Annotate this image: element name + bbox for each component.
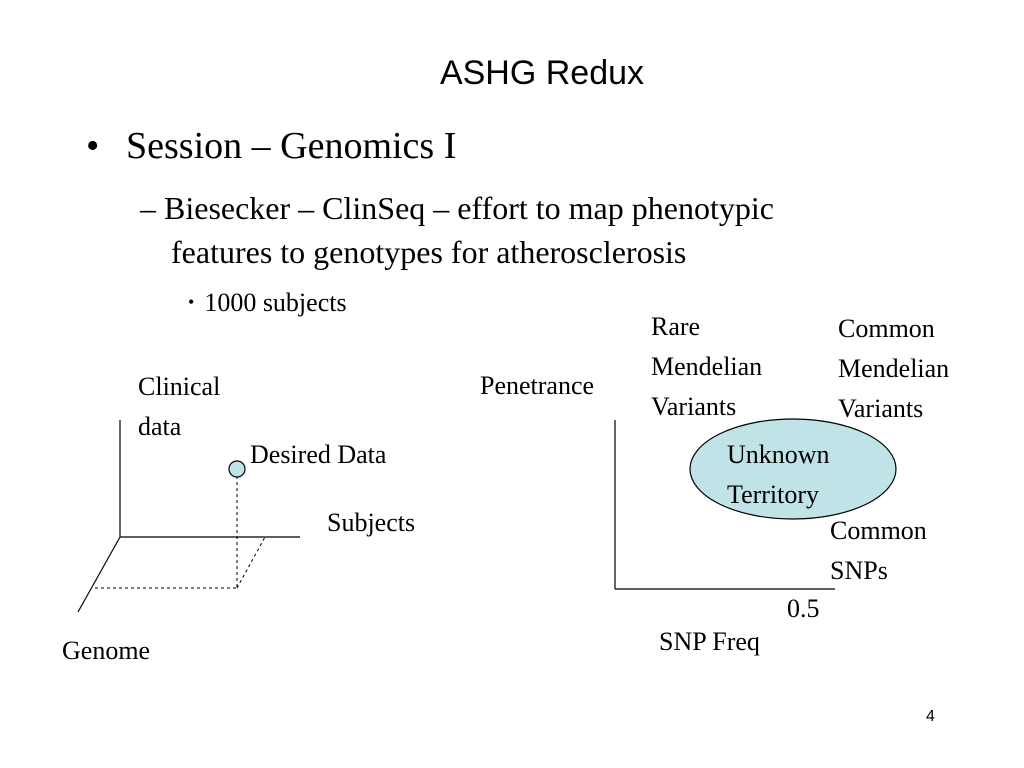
clinical-label-line1: Clinical: [138, 372, 221, 401]
bullet-level3: • 1000 subjects: [188, 288, 347, 318]
page-number: 4: [926, 708, 935, 725]
ellipse-label-line2: Territory: [727, 480, 820, 509]
unknown-territory-label: Unknown Territory: [727, 435, 830, 515]
common-mendelian-line3: Variants: [838, 394, 924, 423]
rare-line3: Variants: [651, 392, 737, 421]
common-snps-line2: SNPs: [830, 556, 888, 585]
bullet-level2-line1: – Biesecker – ClinSeq – effort to map ph…: [140, 190, 774, 226]
clinical-data-label: Clinical data: [138, 367, 220, 447]
x-tick-label: 0.5: [787, 594, 820, 623]
bullet-marker-small: •: [188, 292, 195, 312]
common-mendelian-line1: Common: [838, 314, 935, 343]
clinical-label-line2: data: [138, 412, 182, 441]
bullet-level3-text: 1000 subjects: [204, 288, 347, 317]
common-mendelian-line2: Mendelian: [838, 354, 950, 383]
unknown-territory-ellipse: [689, 418, 897, 520]
bullet-level1-text: Session – Genomics I: [126, 125, 457, 167]
penetrance-label: Penetrance: [480, 371, 595, 400]
rare-line2: Mendelian: [651, 352, 763, 381]
genome-label: Genome: [62, 636, 151, 665]
common-snps-line1: Common: [830, 516, 927, 545]
desired-data-label: Desired Data: [250, 440, 387, 469]
bullet-level2-line2: features to genotypes for atherosclerosi…: [171, 234, 687, 270]
rare-mendelian-label: Rare Mendelian Variants: [651, 307, 762, 427]
subjects-label: Subjects: [327, 508, 416, 537]
rare-line1: Rare: [651, 312, 701, 341]
subjects-projection-line: [236, 536, 266, 589]
slide-title: ASHG Redux: [439, 54, 645, 92]
common-snps-label: Common SNPs: [830, 511, 927, 591]
ellipse-label-line1: Unknown: [727, 440, 830, 469]
bullet-level2: – Biesecker – ClinSeq – effort to map ph…: [140, 186, 774, 274]
desired-data-point: [228, 460, 246, 478]
genome-axis-line: [77, 536, 121, 613]
bullet-level1: • Session – Genomics I: [86, 124, 456, 168]
bullet-marker: •: [86, 125, 100, 167]
common-mendelian-label: Common Mendelian Variants: [838, 309, 949, 429]
snp-freq-label: SNP Freq: [659, 627, 760, 656]
